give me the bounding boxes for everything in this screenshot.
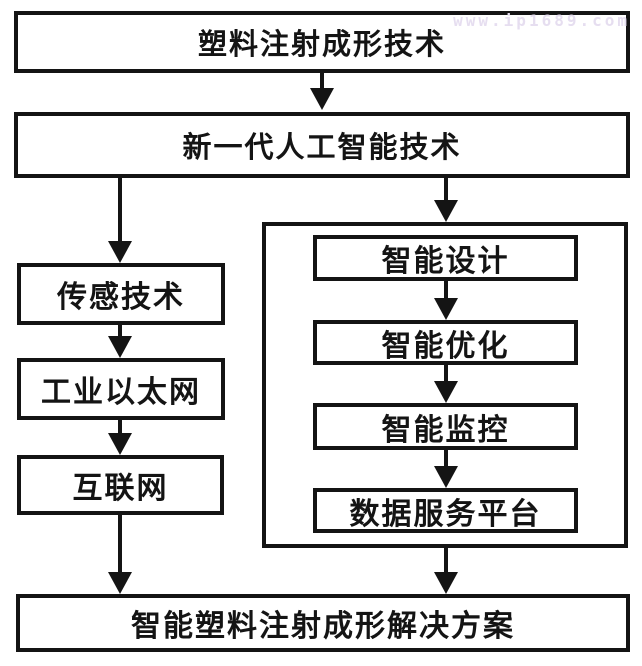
arrow-stem <box>118 325 122 338</box>
node-new-generation-ai-tech: 新一代人工智能技术 <box>14 112 630 178</box>
arrow-head-icon <box>434 381 458 403</box>
arrow-ai-to-sensing <box>108 178 132 263</box>
arrow-head-icon <box>434 572 458 594</box>
arrow-stem <box>444 365 448 383</box>
node-intelligent-design: 智能设计 <box>313 235 578 281</box>
arrow-sensing-to-ethernet <box>108 325 132 358</box>
arrow-design-to-optimization <box>434 281 458 320</box>
arrow-plastic-to-ai <box>310 73 334 110</box>
arrow-stem <box>444 178 448 202</box>
node-data-service-platform: 数据服务平台 <box>313 488 578 533</box>
node-intelligent-solution: 智能塑料注射成形解决方案 <box>16 594 630 652</box>
arrow-group-to-solution <box>434 548 458 594</box>
arrow-stem <box>118 178 122 243</box>
arrow-stem <box>444 450 448 468</box>
arrow-stem <box>444 548 448 574</box>
arrow-head-icon <box>108 241 132 263</box>
node-internet: 互联网 <box>17 455 224 515</box>
arrow-head-icon <box>434 298 458 320</box>
arrow-head-icon <box>434 466 458 488</box>
arrow-head-icon <box>108 572 132 594</box>
arrow-head-icon <box>310 88 334 110</box>
node-intelligent-monitoring: 智能监控 <box>313 403 578 450</box>
group-intelligent-modules <box>262 222 628 548</box>
arrow-ai-to-group <box>434 178 458 222</box>
watermark-text: www.ip1689.com <box>453 11 630 30</box>
node-intelligent-optimization: 智能优化 <box>313 320 578 365</box>
arrow-head-icon <box>108 336 132 358</box>
arrow-optimization-to-monitoring <box>434 365 458 403</box>
node-plastic-injection-molding-tech: 塑料注射成形技术 <box>14 11 630 73</box>
arrow-stem <box>320 73 324 90</box>
node-industrial-ethernet: 工业以太网 <box>17 358 225 420</box>
arrow-head-icon <box>434 200 458 222</box>
arrow-stem <box>118 515 122 574</box>
arrow-ethernet-to-internet <box>108 419 132 455</box>
arrow-stem <box>444 281 448 300</box>
arrow-monitoring-to-platform <box>434 450 458 488</box>
node-sensing-technology: 传感技术 <box>17 263 225 325</box>
arrow-stem <box>118 419 122 435</box>
arrow-head-icon <box>108 433 132 455</box>
arrow-internet-to-solution <box>108 515 132 594</box>
